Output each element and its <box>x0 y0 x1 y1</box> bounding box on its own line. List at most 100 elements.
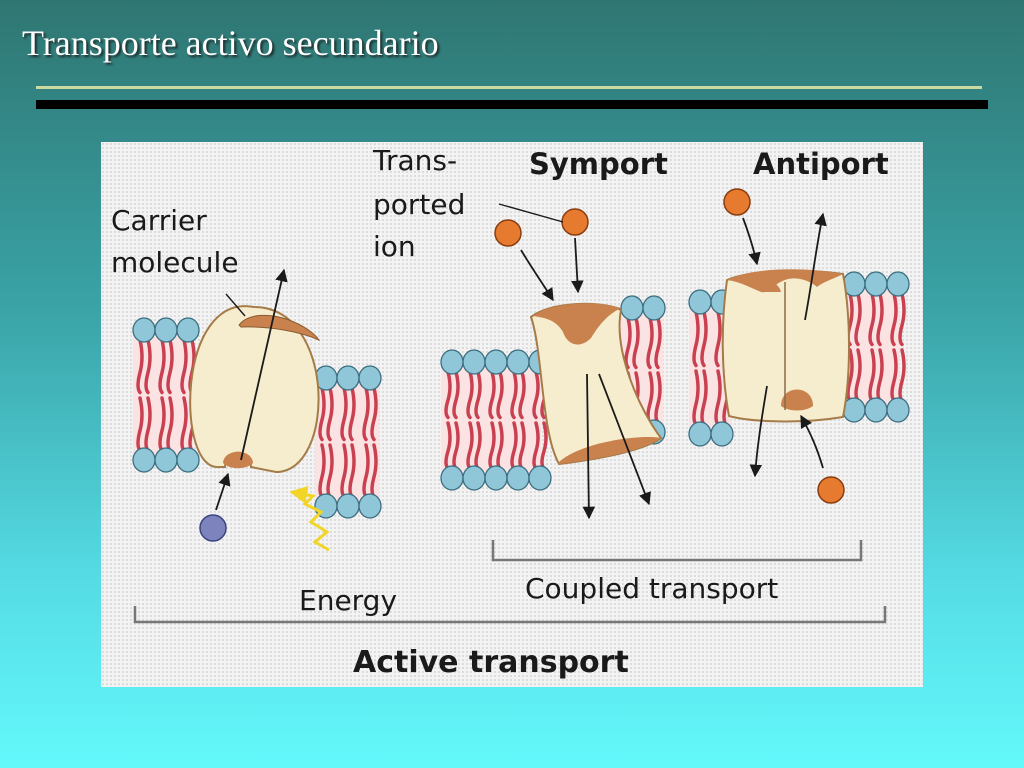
lipid-head <box>864 397 888 423</box>
lipid-tail <box>510 370 518 420</box>
label-carrier-line1: Carrier <box>111 204 207 237</box>
lipid-tail <box>362 386 370 442</box>
label-coupled-transport: Coupled transport <box>525 572 778 605</box>
lipid-head <box>620 295 644 321</box>
lipid-tail <box>340 386 348 442</box>
lipid-tail <box>158 338 166 395</box>
lipid-tail <box>890 348 898 403</box>
lipid-head <box>440 349 464 375</box>
lipid-tail <box>846 348 854 403</box>
title-underline-thin <box>36 86 982 89</box>
label-active-transport: Active transport <box>353 645 629 680</box>
lipid-tail <box>348 386 356 442</box>
slide-title: Transporte activo secundario <box>22 23 439 63</box>
leader-transported-ion <box>498 203 564 223</box>
lipid-tail <box>444 370 452 420</box>
lipid-tail <box>340 443 348 499</box>
ion-antiport-2 <box>817 476 845 504</box>
lipid-tail <box>890 292 898 347</box>
lipid-tail <box>158 396 166 453</box>
lipid-head <box>506 349 530 375</box>
lipid-tail <box>326 386 334 442</box>
lipid-tail <box>318 386 326 442</box>
transport-figure: Carrier molecule Trans- ported ion Sympo… <box>101 142 923 687</box>
lipid-tail <box>532 370 540 420</box>
lipid-tail <box>692 369 700 427</box>
lipid-tail <box>452 421 460 471</box>
arrow-antiport-up <box>800 414 824 469</box>
lipid-tail <box>474 421 482 471</box>
lipid-tail <box>180 396 188 453</box>
lipid-tail <box>714 369 722 427</box>
symport-protein <box>529 302 663 466</box>
lipid-tail <box>318 443 326 499</box>
membrane-segment <box>842 271 910 423</box>
ions <box>199 188 845 542</box>
lipid-tail <box>444 421 452 471</box>
lipid-tail <box>510 421 518 471</box>
arrow-antiport-out <box>804 212 827 321</box>
coupled-transport-bracket <box>491 540 863 562</box>
lipid-tail <box>700 310 708 368</box>
label-antiport: Antiport <box>753 147 889 181</box>
lipid-head <box>132 317 156 343</box>
lipid-tail <box>876 292 884 347</box>
lipid-tail <box>488 421 496 471</box>
lipid-tail <box>452 370 460 420</box>
lipid-tail <box>488 370 496 420</box>
lipid-tail <box>362 443 370 499</box>
lipid-head <box>440 465 464 491</box>
label-transported-line2: ported <box>373 188 465 221</box>
ion-blue <box>199 514 227 542</box>
lipid-tail <box>180 338 188 395</box>
lipid-head <box>462 349 486 375</box>
arrow-symport-in-2 <box>571 237 584 294</box>
lipid-tail <box>854 348 862 403</box>
lipid-tail <box>654 316 662 370</box>
lipid-head <box>864 271 888 297</box>
lipid-tail <box>136 396 144 453</box>
ion-antiport-1 <box>723 188 751 216</box>
arrow-symport-in-1 <box>520 249 554 302</box>
lipid-tail <box>532 421 540 471</box>
membrane-segment <box>688 289 734 447</box>
lipid-tail <box>898 292 906 347</box>
lipid-tail <box>624 316 632 370</box>
lipid-head <box>176 447 200 473</box>
lipid-tail <box>136 338 144 395</box>
arrow-symport-out-1 <box>582 373 596 520</box>
lipid-head <box>886 271 910 297</box>
lipid-tail <box>326 443 334 499</box>
lipid-head <box>336 365 360 391</box>
lipid-tail <box>646 316 654 370</box>
title-underline-thick <box>36 100 988 109</box>
arrows <box>215 203 827 520</box>
lipid-tail <box>632 316 640 370</box>
lipid-tail <box>370 386 378 442</box>
label-transported-line3: ion <box>373 230 416 263</box>
lipid-head <box>176 317 200 343</box>
lipid-tail <box>144 338 152 395</box>
lipid-tail <box>166 396 174 453</box>
lipid-head <box>358 493 382 519</box>
lipid-tail <box>654 371 662 425</box>
membrane-segment <box>132 317 200 473</box>
lipid-head <box>154 447 178 473</box>
label-symport: Symport <box>529 147 668 181</box>
lipid-head <box>506 465 530 491</box>
lipid-head <box>688 289 712 315</box>
lipid-tail <box>868 348 876 403</box>
lipid-head <box>132 447 156 473</box>
lipid-tail <box>714 310 722 368</box>
lipid-tail <box>700 369 708 427</box>
lipid-head <box>688 421 712 447</box>
arrow-symport-out-2 <box>598 373 651 506</box>
lipid-tail <box>348 443 356 499</box>
arrow-antiport-in <box>742 217 761 266</box>
arrow-antiport-down <box>749 385 768 478</box>
lipid-tail <box>144 396 152 453</box>
membrane-segment <box>440 349 552 491</box>
lipid-head <box>484 349 508 375</box>
lipid-head <box>642 295 666 321</box>
ion-symport-2 <box>561 208 589 236</box>
